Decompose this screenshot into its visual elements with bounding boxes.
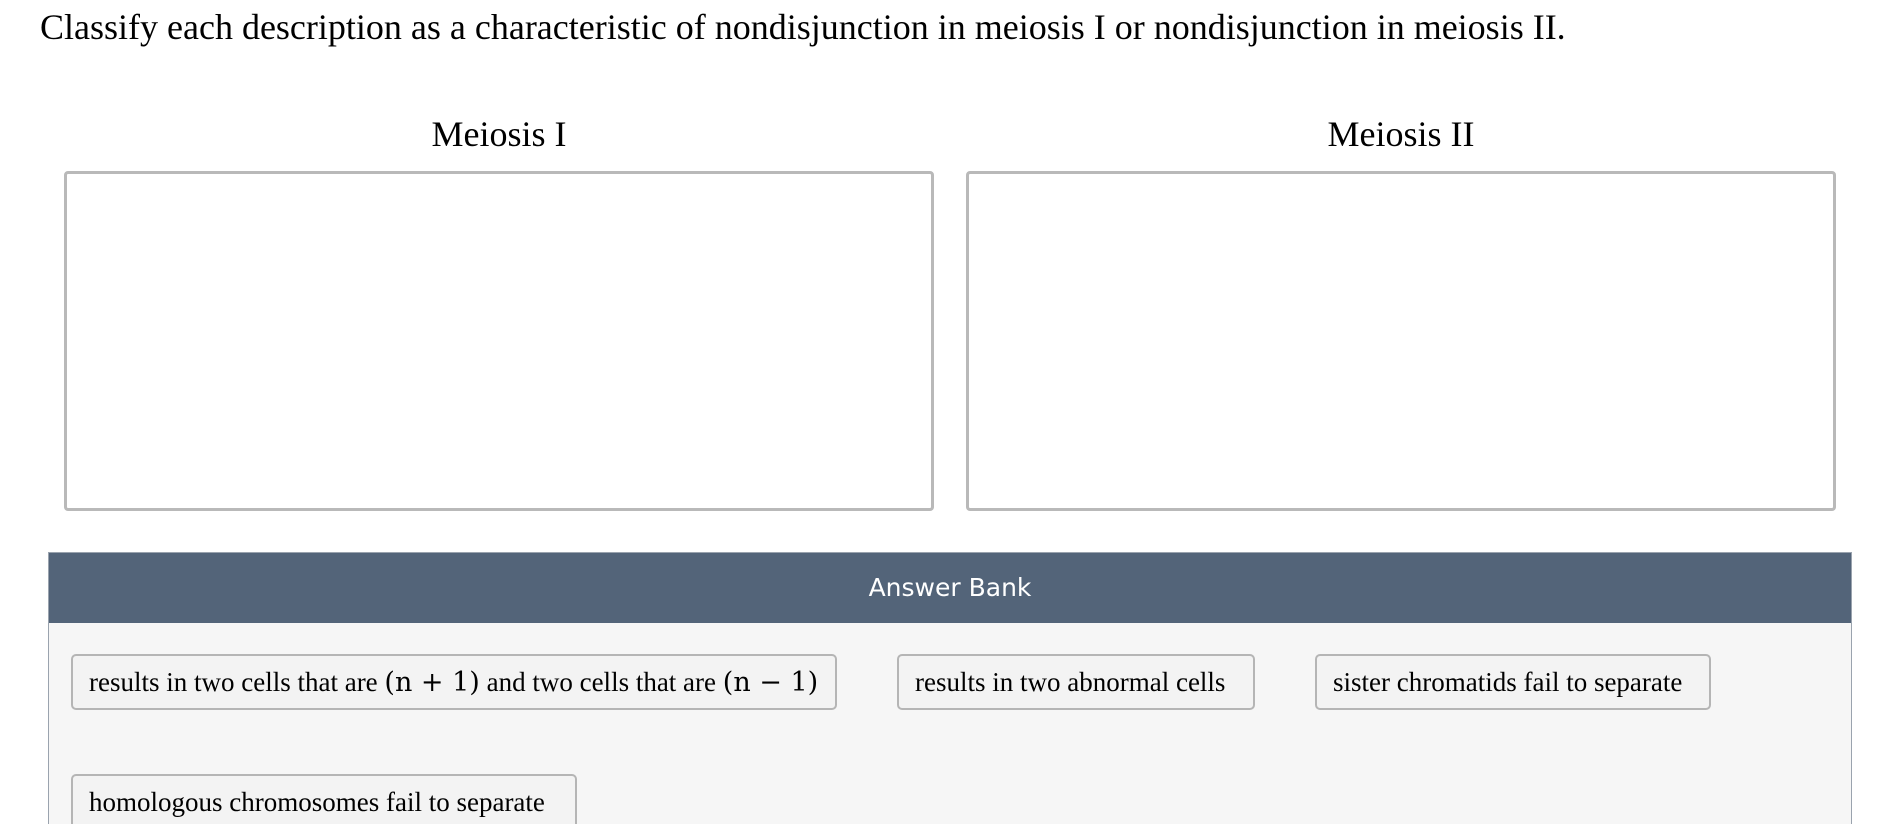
answer-bank: Answer Bank results in two cells that ar… [48, 552, 1852, 824]
answer-bank-header: Answer Bank [49, 553, 1851, 623]
dropzone-meiosis-1[interactable] [64, 171, 934, 511]
dropzone-meiosis-2[interactable] [966, 171, 1836, 511]
answer-chip-homologous-chromosomes[interactable]: homologous chromosomes fail to separate [71, 774, 577, 824]
answer-chip-n-plus-minus-one[interactable]: results in two cells that are (n + 1) an… [71, 654, 837, 710]
math-n-minus-1: (n − 1) [722, 667, 819, 698]
answer-chip-text-mid: and two cells that are [479, 667, 723, 697]
category-title-meiosis-2: Meiosis II [1327, 114, 1475, 154]
math-n-plus-1: (n + 1) [384, 667, 480, 698]
answer-chip-text-pre: results in two cells that are [89, 667, 385, 697]
question-prompt: Classify each description as a character… [40, 7, 1566, 47]
answer-chip-sister-chromatids[interactable]: sister chromatids fail to separate [1315, 654, 1711, 710]
answer-bank-title: Answer Bank [868, 573, 1032, 602]
category-title-meiosis-1: Meiosis I [431, 114, 567, 154]
answer-chip-two-abnormal-cells[interactable]: results in two abnormal cells [897, 654, 1255, 710]
